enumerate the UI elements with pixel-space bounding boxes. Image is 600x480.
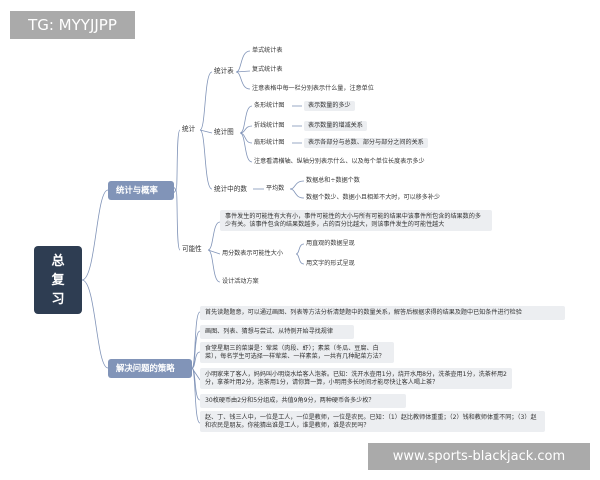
node-average[interactable]: 平均数 xyxy=(266,185,285,192)
leaf-text-form[interactable]: 用文字的形式呈现 xyxy=(306,260,355,267)
node-numbers-in-statistics[interactable]: 统计中的数 xyxy=(214,185,247,193)
leaf-problem-coins[interactable]: 30枚硬币由2分和5分组成，共值9角9分，两种硬币各多少枚？ xyxy=(200,394,406,408)
leaf-problem-tea[interactable]: 小明家来了客人，妈妈叫小明烧水给客人泡茶。已知：洗开水壶用1分，烧开水用8分，洗… xyxy=(200,368,512,390)
leaf-design-activity[interactable]: 设计活动方案 xyxy=(222,278,259,285)
leaf-strategy-method[interactable]: 首先读题题意，可以通过画图、列表等方法分析清楚题中的数量关系，解答后根据求得的结… xyxy=(200,306,565,320)
branch-statistics-probability[interactable]: 统计与概率 xyxy=(108,181,174,200)
leaf-possibility-desc[interactable]: 事件发生的可能性有大有小，事件可能性的大小与所有可能的结果中该事件所包含的结果数… xyxy=(220,210,492,232)
node-statistics[interactable]: 统计 xyxy=(182,125,196,133)
root-node-review[interactable]: 总 复 习 xyxy=(34,246,82,314)
leaf-bar-chart-desc: 表示数量的多少 xyxy=(304,101,355,111)
leaf-compound-table[interactable]: 复式统计表 xyxy=(252,66,283,73)
leaf-problem-logic[interactable]: 赵、丁、钱三人中，一位是工人，一位是教师，一位是农民。已知：（1）赵比教师体重重… xyxy=(200,411,545,433)
leaf-average-balancing[interactable]: 数据个数少、数据小且相差不大时，可以移多补少 xyxy=(306,194,441,201)
leaf-pie-chart-desc: 表示各部分与总数、部分与部分之间的关系 xyxy=(304,138,428,148)
leaf-chart-note[interactable]: 注意看清横轴、纵轴分别表示什么、以及每个单位长度表示多少 xyxy=(254,158,425,165)
node-possibility[interactable]: 可能性 xyxy=(182,245,202,253)
watermark-top-left: TG: MYYJJPP xyxy=(10,11,135,39)
leaf-line-chart[interactable]: 折线统计图 xyxy=(254,122,285,129)
leaf-line-chart-desc: 表示数量的增减关系 xyxy=(304,121,367,131)
leaf-bar-chart[interactable]: 条形统计图 xyxy=(254,102,285,109)
node-fraction-possibility[interactable]: 用分数表示可能性大小 xyxy=(222,250,283,257)
watermark-bottom-right: www.sports-blackjack.com xyxy=(368,443,590,470)
leaf-strategy-techniques[interactable]: 画图、列表、猜想与尝试、从特例开始寻找规律 xyxy=(200,325,354,339)
leaf-average-formula[interactable]: 数据总和÷数据个数 xyxy=(306,177,360,184)
leaf-problem-menu[interactable]: 食堂星期三的菜谱是：荤菜（肉段、虾）；素菜（冬瓜、豆腐、白菜），每名学生可选择一… xyxy=(200,342,394,364)
node-statistical-table[interactable]: 统计表 xyxy=(214,67,234,75)
node-statistical-chart[interactable]: 统计图 xyxy=(214,128,234,136)
leaf-simple-table[interactable]: 单式统计表 xyxy=(252,47,283,54)
leaf-table-note[interactable]: 注意表格中每一栏分别表示什么量，注意单位 xyxy=(252,85,374,92)
leaf-pie-chart[interactable]: 扇形统计图 xyxy=(254,139,285,146)
branch-problem-solving-strategies[interactable]: 解决问题的策略 xyxy=(108,359,192,378)
leaf-visual-data[interactable]: 用直观的数据呈现 xyxy=(306,240,355,247)
